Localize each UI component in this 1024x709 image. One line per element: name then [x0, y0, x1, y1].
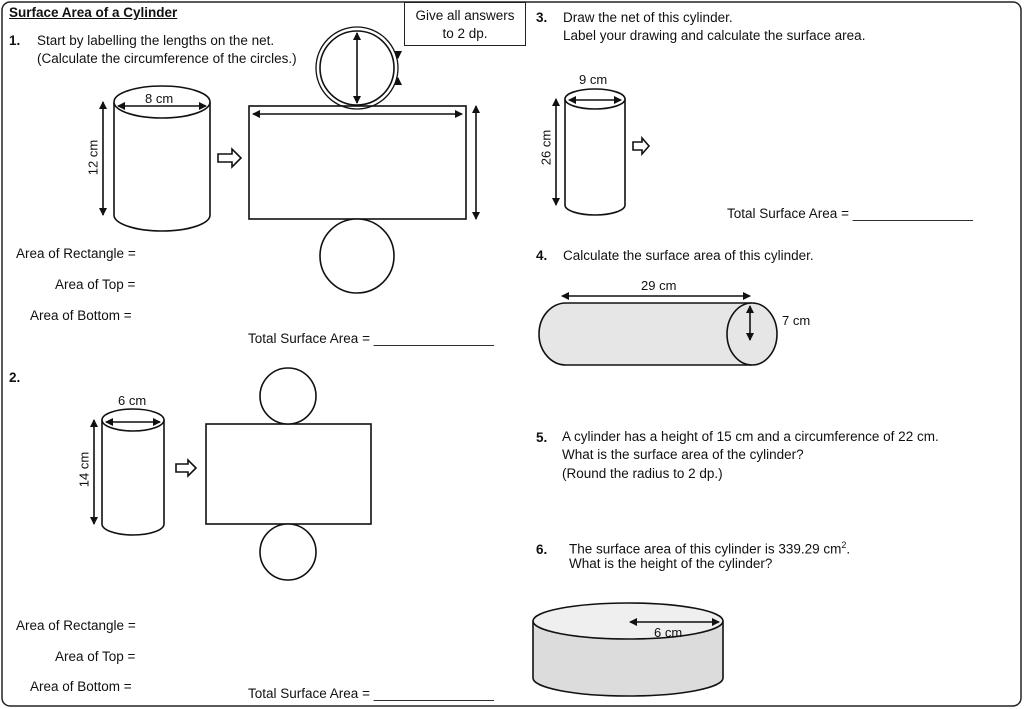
q2-diameter-label: 6 cm — [118, 393, 147, 408]
q6-number: 6. — [536, 542, 548, 557]
q2-area-rectangle: Area of Rectangle = — [16, 618, 136, 633]
q6-line-2: What is the height of the cylinder? — [569, 556, 773, 571]
q2-number: 2. — [9, 370, 21, 385]
q1-net — [248, 26, 480, 294]
q3-diameter-label: 9 cm — [579, 72, 608, 87]
q6-cylinder — [532, 602, 724, 697]
q3-arrow-icon — [632, 135, 651, 157]
page-title: Surface Area of a Cylinder — [9, 5, 178, 20]
q3-instruction-1: Draw the net of this cylinder. — [563, 10, 733, 25]
q3-number: 3. — [536, 10, 548, 25]
q1-instruction-2: (Calculate the circumference of the circ… — [37, 51, 297, 66]
instructions-box: Give all answers to 2 dp. — [404, 2, 526, 46]
q1-total-surface-area: Total Surface Area = ________________ — [248, 331, 494, 346]
instructions-line-2: to 2 dp. — [442, 26, 488, 41]
q6-radius-label: 6 cm — [654, 625, 683, 640]
q1-area-rectangle: Area of Rectangle = — [16, 246, 136, 261]
q4-number: 4. — [536, 248, 548, 263]
q1-cylinder — [99, 85, 211, 232]
q2-area-bottom: Area of Bottom = — [30, 679, 132, 694]
q3-instruction-2: Label your drawing and calculate the sur… — [563, 28, 866, 43]
q2-cylinder — [90, 408, 165, 536]
q5-line-3: (Round the radius to 2 dp.) — [562, 466, 723, 481]
q6-line-1: The surface area of this cylinder is 339… — [569, 540, 851, 557]
q5-line-2: What is the surface area of the cylinder… — [562, 447, 804, 462]
q2-height-label: 14 cm — [76, 451, 92, 488]
instructions-line-1: Give all answers — [415, 8, 515, 23]
q4-cylinder — [538, 292, 778, 366]
q3-cylinder — [552, 88, 626, 216]
q4-length-label: 29 cm — [641, 278, 677, 293]
q3-height-label: 26 cm — [538, 129, 554, 166]
q2-total-surface-area: Total Surface Area = ________________ — [248, 686, 494, 701]
q1-instruction-1: Start by labelling the lengths on the ne… — [37, 33, 275, 48]
q2-arrow-icon — [175, 458, 198, 478]
q1-area-top: Area of Top = — [55, 277, 136, 292]
q4-diameter-label: 7 cm — [782, 313, 811, 328]
q1-number: 1. — [9, 33, 21, 48]
q1-height-label: 12 cm — [85, 139, 101, 176]
q4-instruction: Calculate the surface area of this cylin… — [563, 248, 814, 263]
q5-number: 5. — [536, 430, 548, 445]
q1-area-bottom: Area of Bottom = — [30, 308, 132, 323]
q2-area-top: Area of Top = — [55, 649, 136, 664]
q3-total-surface-area: Total Surface Area = ________________ — [727, 206, 973, 221]
q1-diameter-label: 8 cm — [145, 91, 174, 106]
q2-net — [205, 367, 372, 581]
q5-line-1: A cylinder has a height of 15 cm and a c… — [562, 429, 939, 444]
q1-arrow-icon — [217, 147, 243, 169]
